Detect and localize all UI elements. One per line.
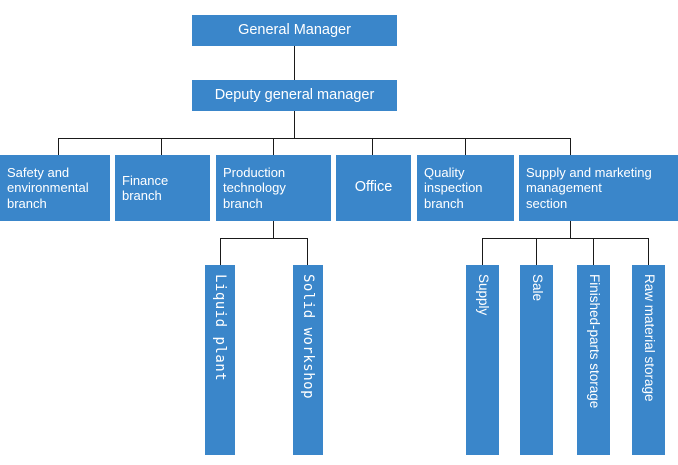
node-safety-environmental-branch-label: Safety and environmental branch — [7, 165, 89, 211]
node-liquid-plant[interactable]: Liquid plant — [205, 265, 235, 455]
node-finance-branch-label: Finance branch — [122, 172, 169, 203]
connector-drop-supply — [482, 238, 483, 265]
connector-drop-solid-workshop — [307, 238, 308, 265]
connector-drop-liquid-plant — [220, 238, 221, 265]
node-office-label: Office — [354, 179, 393, 196]
node-supply-marketing-management-section-label: Supply and marketing management section — [526, 165, 652, 211]
node-production-technology-branch[interactable]: Production technology branch — [216, 155, 331, 221]
node-sale[interactable]: Sale — [520, 265, 553, 455]
node-solid-workshop[interactable]: Solid workshop — [293, 265, 323, 455]
connector-drop-sale — [536, 238, 537, 265]
connector-drop-finished-parts-storage — [593, 238, 594, 265]
node-finished-parts-storage-label: Finished-parts storage — [586, 274, 602, 409]
node-raw-material-storage-label: Raw material storage — [641, 274, 657, 402]
connector-drop-office — [372, 138, 373, 155]
node-safety-environmental-branch[interactable]: Safety and environmental branch — [0, 155, 110, 221]
node-finance-branch[interactable]: Finance branch — [115, 155, 210, 221]
connector-gm-to-deputy — [294, 46, 295, 80]
connector-production-stem — [273, 221, 274, 238]
connector-drop-safety — [58, 138, 59, 155]
node-supply-marketing-management-section[interactable]: Supply and marketing management section — [519, 155, 678, 221]
connector-level3-bus — [58, 138, 571, 139]
connector-drop-production — [273, 138, 274, 155]
connector-drop-raw-material-storage — [648, 238, 649, 265]
node-quality-inspection-branch[interactable]: Quality inspection branch — [417, 155, 514, 221]
node-raw-material-storage[interactable]: Raw material storage — [632, 265, 665, 455]
node-finished-parts-storage[interactable]: Finished-parts storage — [577, 265, 610, 455]
node-solid-workshop-label: Solid workshop — [300, 274, 316, 400]
connector-production-bus — [220, 238, 308, 239]
node-quality-inspection-branch-label: Quality inspection branch — [424, 165, 483, 211]
connector-supply-marketing-bus — [482, 238, 649, 239]
node-supply[interactable]: Supply — [466, 265, 499, 455]
connector-deputy-stem — [294, 111, 295, 138]
node-liquid-plant-label: Liquid plant — [212, 274, 228, 382]
connector-drop-quality — [465, 138, 466, 155]
node-sale-label: Sale — [529, 274, 545, 302]
connector-drop-supply-marketing — [570, 138, 571, 155]
node-general-manager-label: General Manager — [238, 21, 351, 38]
node-office[interactable]: Office — [336, 155, 411, 221]
node-production-technology-branch-label: Production technology branch — [223, 165, 286, 211]
node-deputy-general-manager[interactable]: Deputy general manager — [192, 80, 397, 111]
connector-supply-marketing-stem — [570, 221, 571, 238]
node-general-manager[interactable]: General Manager — [192, 15, 397, 46]
connector-drop-finance — [161, 138, 162, 155]
node-supply-label: Supply — [475, 274, 491, 316]
node-deputy-general-manager-label: Deputy general manager — [214, 86, 375, 103]
